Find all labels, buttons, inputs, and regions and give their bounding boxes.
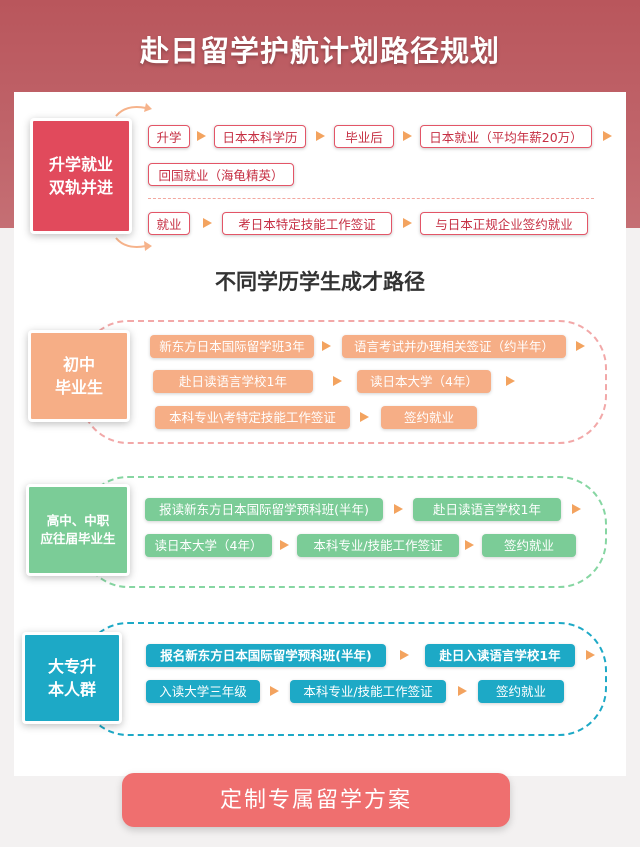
- chip-path2-step5: 签约就业: [482, 534, 576, 557]
- custom-plan-button[interactable]: 定制专属留学方案: [122, 773, 510, 827]
- arrow-icon: [403, 218, 412, 228]
- chip-work: 就业: [148, 212, 190, 235]
- path-highschool-label: 高中、中职 应往届毕业生: [26, 484, 130, 576]
- arrow-icon: [360, 412, 369, 422]
- chip-path1-step2: 语言考试并办理相关签证（约半年）: [342, 335, 566, 358]
- chip-japan-employment: 日本就业（平均年薪20万）: [420, 125, 592, 148]
- arrow-icon: [270, 686, 279, 696]
- curve-arrow-icon: [115, 103, 152, 117]
- arrow-icon: [203, 218, 212, 228]
- chip-path3-step4: 本科专业/技能工作签证: [290, 680, 446, 703]
- chip-after-graduation: 毕业后: [334, 125, 394, 148]
- chip-path1-step3: 赴日读语言学校1年: [153, 370, 313, 393]
- arrow-icon: [506, 376, 515, 386]
- path-junior-label: 初中 毕业生: [28, 330, 130, 422]
- arrow-icon: [458, 686, 467, 696]
- chip-path3-step2: 赴日入读语言学校1年: [425, 644, 575, 667]
- arrow-icon: [400, 650, 409, 660]
- arrow-icon: [403, 131, 412, 141]
- chip-bachelor-degree: 日本本科学历: [214, 125, 306, 148]
- arrow-icon: [280, 540, 289, 550]
- arrow-icon: [576, 341, 585, 351]
- page-title: 赴日留学护航计划路径规划: [139, 34, 500, 68]
- chip-path2-step3: 读日本大学（4年）: [145, 534, 272, 557]
- divider: [148, 198, 594, 199]
- chip-sign-company: 与日本正规企业签约就业: [420, 212, 588, 235]
- arrow-icon: [316, 131, 325, 141]
- arrow-icon: [465, 540, 474, 550]
- curve-arrow-icon: [115, 237, 152, 251]
- chip-path1-step4: 读日本大学（4年）: [357, 370, 491, 393]
- section-title: 不同学历学生成才路径: [215, 270, 425, 294]
- arrow-icon: [572, 504, 581, 514]
- arrow-icon: [603, 131, 612, 141]
- dual-track-label: 升学就业 双轨并进: [30, 118, 132, 234]
- chip-path2-step4: 本科专业/技能工作签证: [297, 534, 459, 557]
- arrow-icon: [322, 341, 331, 351]
- chip-path3-step3: 入读大学三年级: [146, 680, 260, 703]
- path-college-frame: [80, 622, 607, 736]
- chip-path2-step2: 赴日读语言学校1年: [413, 498, 561, 521]
- chip-path1-step6: 签约就业: [381, 406, 477, 429]
- chip-path1-step5: 本科专业\考特定技能工作签证: [155, 406, 350, 429]
- chip-path3-step1: 报名新东方日本国际留学预科班(半年): [146, 644, 386, 667]
- chip-path3-step5: 签约就业: [478, 680, 564, 703]
- arrow-icon: [197, 131, 206, 141]
- arrow-icon: [586, 650, 595, 660]
- path-college-label: 大专升 本人群: [22, 632, 122, 724]
- chip-skill-visa: 考日本特定技能工作签证: [222, 212, 392, 235]
- arrow-icon: [394, 504, 403, 514]
- path-highschool-frame: [80, 476, 607, 588]
- chip-path1-step1: 新东方日本国际留学班3年: [150, 335, 314, 358]
- arrow-icon: [333, 376, 342, 386]
- chip-return-employment: 回国就业（海龟精英）: [148, 163, 294, 186]
- chip-study: 升学: [148, 125, 190, 148]
- chip-path2-step1: 报读新东方日本国际留学预科班(半年): [145, 498, 383, 521]
